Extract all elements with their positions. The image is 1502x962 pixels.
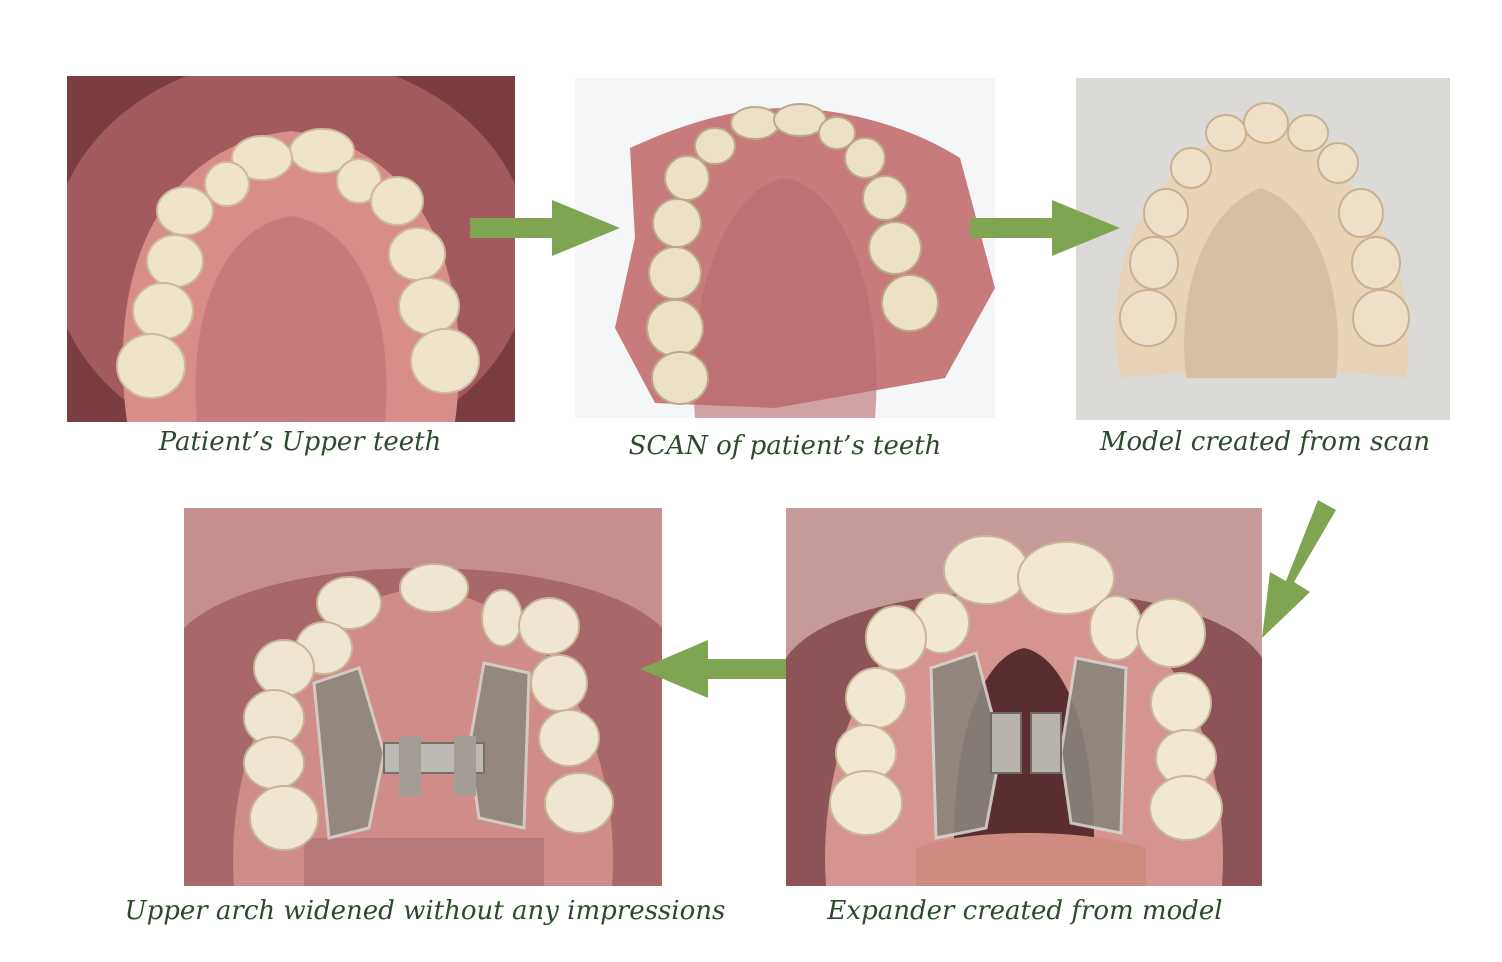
photo-patient-upper-teeth — [67, 76, 515, 422]
arrow-right-icon — [470, 200, 620, 256]
photo-scan — [575, 78, 995, 418]
caption-expander: Expander created from model — [827, 896, 1223, 926]
photo-expander — [786, 508, 1262, 886]
caption-upper-teeth: Patient’s Upper teeth — [158, 427, 442, 457]
arrow-right-icon — [970, 200, 1120, 256]
photo-model — [1076, 78, 1450, 420]
arrow-left-icon — [640, 640, 786, 698]
caption-widened: Upper arch widened without any impressio… — [124, 896, 726, 926]
caption-model: Model created from scan — [1099, 427, 1431, 457]
arrow-down-left-icon — [1262, 500, 1336, 638]
photo-widened — [184, 508, 662, 886]
caption-scan: SCAN of patient’s teeth — [628, 431, 942, 461]
